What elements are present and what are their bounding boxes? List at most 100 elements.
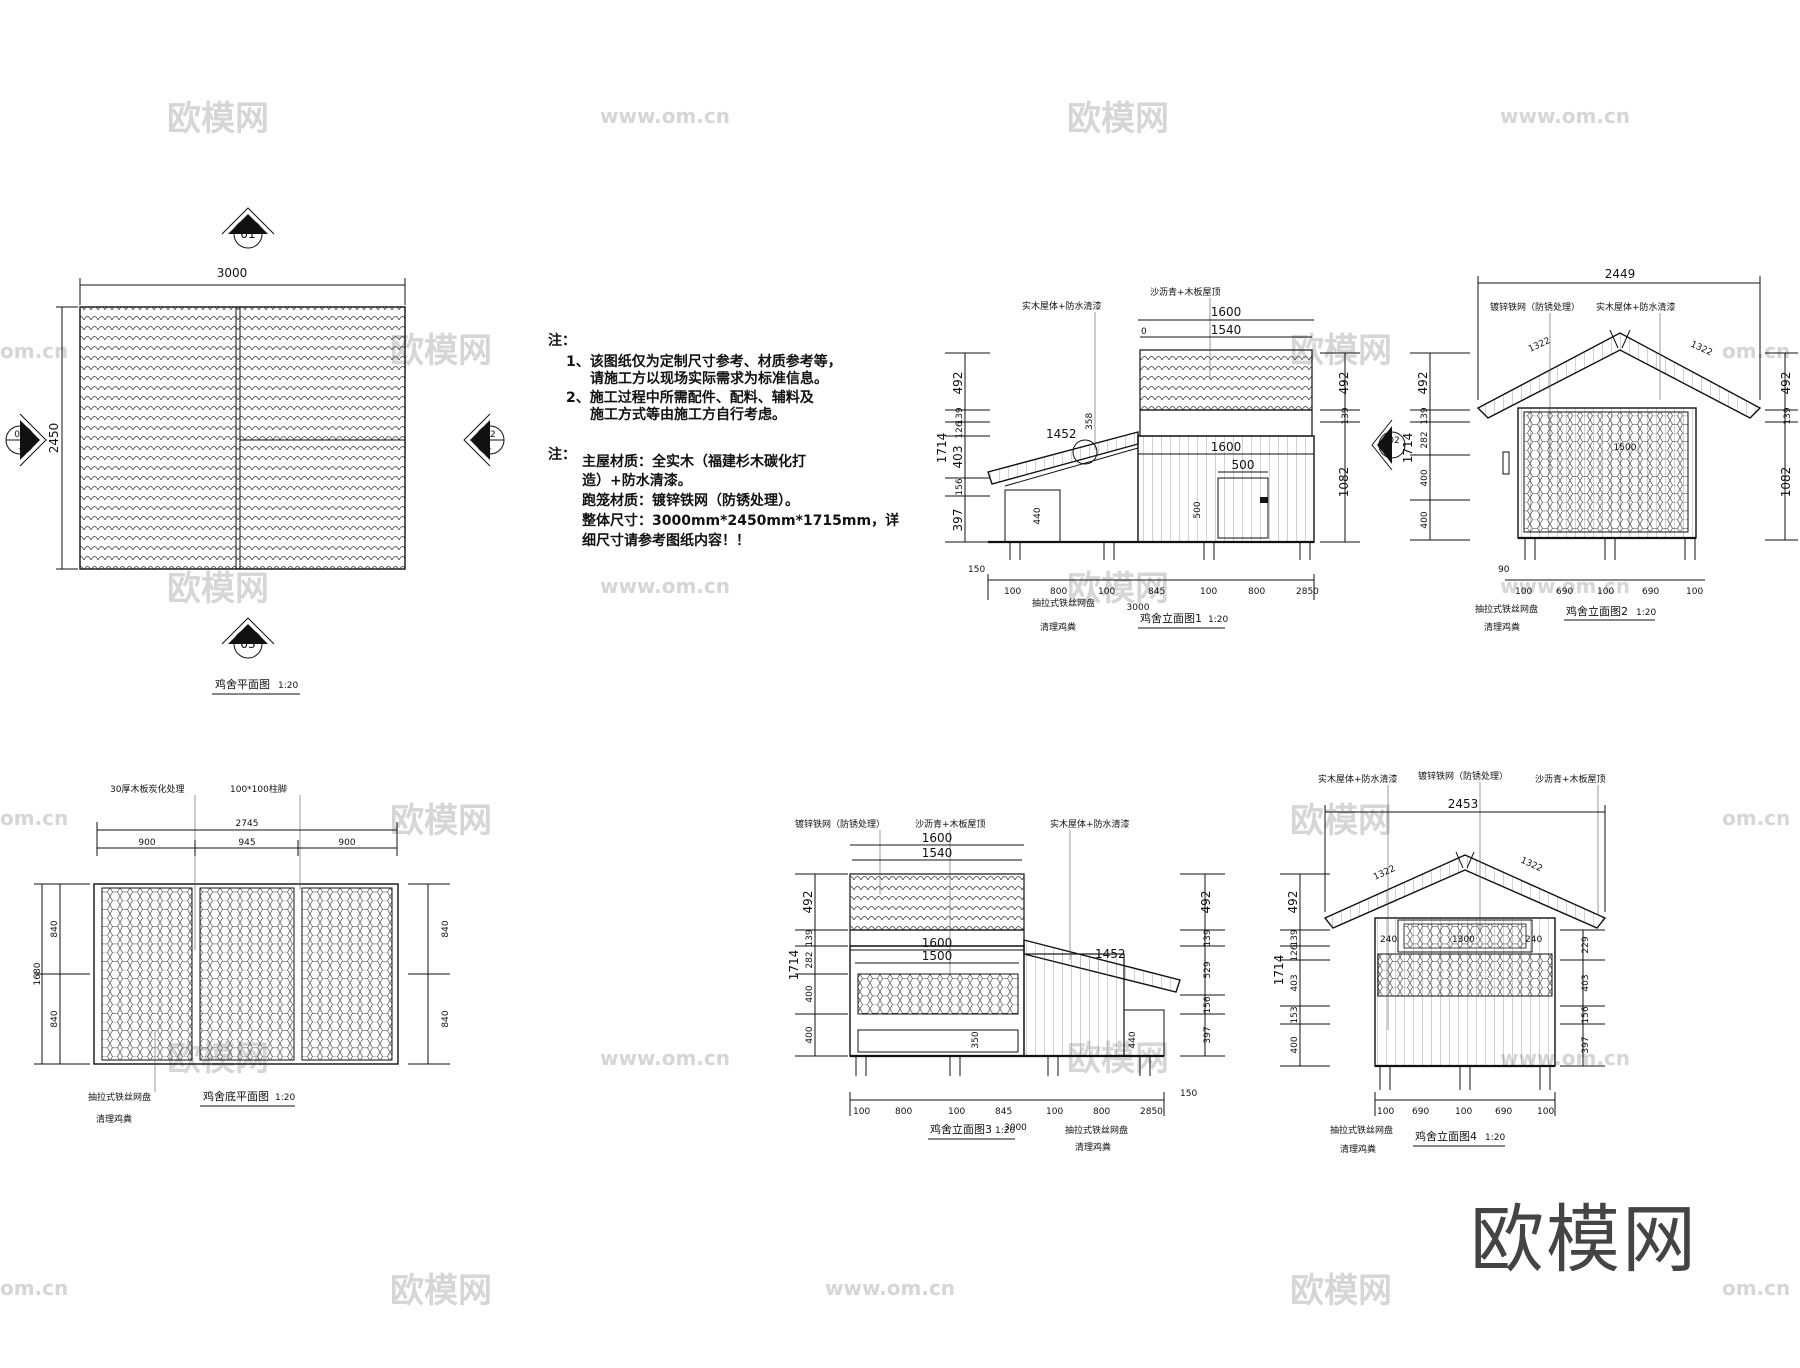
notes-heading: 注： bbox=[548, 332, 576, 349]
svg-text:397: 397 bbox=[1203, 1026, 1213, 1043]
svg-text:03: 03 bbox=[240, 637, 255, 651]
note-line: 造）+防水清漆。 bbox=[582, 472, 692, 489]
svg-text:440: 440 bbox=[1033, 507, 1043, 524]
svg-text:845: 845 bbox=[1148, 587, 1165, 597]
svg-text:2850: 2850 bbox=[1140, 1107, 1163, 1117]
svg-text:440: 440 bbox=[1128, 1031, 1138, 1048]
svg-text:90: 90 bbox=[1498, 565, 1510, 575]
svg-text:100: 100 bbox=[1686, 587, 1703, 597]
note-line: 主屋材质：全实木（福建杉木碳化打 bbox=[582, 453, 806, 470]
watermark-brand: 欧模网 bbox=[167, 99, 269, 139]
svg-text:1540: 1540 bbox=[922, 846, 953, 860]
svg-text:100: 100 bbox=[1098, 587, 1115, 597]
svg-text:清理鸡粪: 清理鸡粪 bbox=[1484, 621, 1520, 633]
svg-text:2850: 2850 bbox=[1296, 587, 1319, 597]
svg-text:镀锌铁网（防锈处理）: 镀锌铁网（防锈处理） bbox=[1418, 770, 1508, 782]
watermark-brand: 欧模网 bbox=[1067, 99, 1169, 139]
svg-text:492: 492 bbox=[1779, 372, 1793, 395]
svg-text:150: 150 bbox=[968, 565, 985, 575]
watermark-brand: 欧模网 bbox=[390, 1271, 492, 1311]
svg-text:1600: 1600 bbox=[922, 936, 953, 950]
brand-watermark: 欧模网 bbox=[1470, 1197, 1698, 1283]
elevation-2-title: 鸡舍立面图2 bbox=[1566, 604, 1628, 618]
note-line: 2、施工过程中所需配件、配料、辅料及 bbox=[566, 389, 815, 406]
section-mark-left: 04 - bbox=[5, 413, 47, 467]
svg-text:实木屋体+防水清漆: 实木屋体+防水清漆 bbox=[1318, 773, 1398, 785]
svg-text:529: 529 bbox=[1203, 961, 1213, 978]
svg-text:492: 492 bbox=[1199, 891, 1213, 914]
svg-text:229: 229 bbox=[1581, 936, 1591, 953]
svg-text:690: 690 bbox=[1495, 1107, 1512, 1117]
elevation-1: 实木屋体+防水清漆 沙沥青+木板屋顶 1600 1540 0 1600 500 … bbox=[935, 286, 1360, 633]
svg-text:900: 900 bbox=[138, 838, 155, 848]
svg-text:400: 400 bbox=[1290, 1036, 1300, 1053]
svg-text:139: 139 bbox=[955, 407, 965, 424]
svg-text:100: 100 bbox=[1597, 587, 1614, 597]
svg-text:400: 400 bbox=[1420, 469, 1430, 486]
svg-text:1322: 1322 bbox=[1372, 864, 1397, 883]
section-mark-right: 02 - bbox=[463, 413, 505, 467]
notes-heading: 注： bbox=[548, 446, 576, 463]
svg-text:840: 840 bbox=[441, 920, 451, 937]
svg-text:100: 100 bbox=[853, 1107, 870, 1117]
watermark-url: www.om.cn bbox=[600, 1046, 730, 1070]
watermark-url: om.cn bbox=[0, 806, 68, 830]
svg-text:240: 240 bbox=[1525, 935, 1542, 945]
plan-roof bbox=[79, 306, 406, 570]
svg-text:800: 800 bbox=[895, 1107, 912, 1117]
svg-text:1500: 1500 bbox=[922, 949, 953, 963]
note-line: 整体尺寸：3000mm*2450mm*1715mm，详 bbox=[581, 512, 899, 529]
svg-text:690: 690 bbox=[1556, 587, 1573, 597]
svg-text:清理鸡粪: 清理鸡粪 bbox=[1340, 1143, 1376, 1155]
svg-text:492: 492 bbox=[1416, 372, 1430, 395]
svg-text:抽拉式铁丝网盘: 抽拉式铁丝网盘 bbox=[1330, 1124, 1393, 1136]
svg-text:1322: 1322 bbox=[1519, 856, 1544, 875]
svg-text:840: 840 bbox=[50, 920, 60, 937]
svg-text:100: 100 bbox=[1046, 1107, 1063, 1117]
svg-text:-: - bbox=[18, 444, 21, 454]
note-line: 跑笼材质：镀锌铁网（防锈处理）。 bbox=[582, 492, 799, 509]
svg-text:139: 139 bbox=[805, 929, 815, 946]
svg-text:800: 800 bbox=[1093, 1107, 1110, 1117]
svg-text:抽拉式铁丝网盘: 抽拉式铁丝网盘 bbox=[1032, 597, 1095, 609]
svg-text:1:20: 1:20 bbox=[1208, 615, 1228, 625]
svg-text:100: 100 bbox=[948, 1107, 965, 1117]
watermark-url: om.cn bbox=[1722, 1276, 1790, 1300]
svg-text:403: 403 bbox=[1290, 974, 1300, 991]
svg-text:153: 153 bbox=[1290, 1006, 1300, 1023]
svg-text:1082: 1082 bbox=[1779, 467, 1793, 498]
svg-text:3000: 3000 bbox=[1004, 1123, 1027, 1133]
svg-text:139: 139 bbox=[1783, 407, 1793, 424]
svg-text:1600: 1600 bbox=[922, 831, 953, 845]
svg-text:2745: 2745 bbox=[236, 819, 259, 829]
svg-text:1322: 1322 bbox=[1527, 336, 1552, 355]
svg-text:1714: 1714 bbox=[787, 950, 801, 981]
svg-text:945: 945 bbox=[238, 838, 255, 848]
svg-text:02: 02 bbox=[484, 430, 495, 440]
svg-text:1600: 1600 bbox=[1211, 305, 1242, 319]
svg-text:1680: 1680 bbox=[33, 962, 43, 985]
section-mark-elev1 bbox=[1072, 439, 1098, 465]
svg-text:1500: 1500 bbox=[1614, 443, 1637, 453]
watermark-brand: 欧模网 bbox=[390, 801, 492, 841]
svg-text:清理鸡粪: 清理鸡粪 bbox=[1075, 1141, 1111, 1153]
base-plan-title: 鸡舍底平面图 bbox=[203, 1089, 269, 1103]
svg-text:845: 845 bbox=[995, 1107, 1012, 1117]
svg-text:抽拉式铁丝网盘: 抽拉式铁丝网盘 bbox=[1475, 603, 1538, 615]
svg-text:156: 156 bbox=[1581, 1006, 1591, 1023]
svg-text:1322: 1322 bbox=[1689, 340, 1714, 359]
svg-text:403: 403 bbox=[1581, 974, 1591, 991]
svg-text:126: 126 bbox=[1290, 944, 1300, 961]
section-mark-bottom: 03 bbox=[221, 617, 275, 659]
svg-text:397: 397 bbox=[951, 509, 965, 532]
svg-text:1452: 1452 bbox=[1046, 427, 1077, 441]
svg-text:0: 0 bbox=[1141, 327, 1147, 337]
svg-text:282: 282 bbox=[1420, 431, 1430, 448]
watermark-url: www.om.cn bbox=[825, 1276, 955, 1300]
svg-text:04: 04 bbox=[14, 430, 26, 440]
svg-text:400: 400 bbox=[1420, 511, 1430, 528]
watermark-url: www.om.cn bbox=[600, 104, 730, 128]
svg-text:镀锌铁网（防锈处理）: 镀锌铁网（防锈处理） bbox=[1490, 301, 1580, 313]
svg-text:492: 492 bbox=[951, 372, 965, 395]
svg-text:156: 156 bbox=[955, 478, 965, 495]
